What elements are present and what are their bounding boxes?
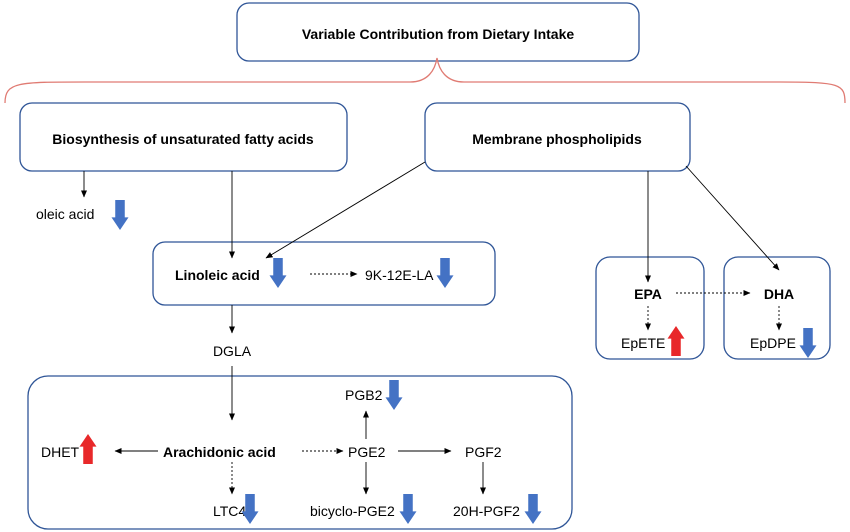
linoleic-acid-trend-down-arrow-icon [269, 258, 287, 288]
pge2-label: PGE2 [348, 444, 386, 460]
dhet-trend-up-arrow-icon [79, 434, 97, 464]
arachidonic-box [27, 375, 573, 530]
h20-pgf2-label: 20H-PGF2 [453, 503, 520, 519]
epdpe-trend-down-arrow-icon [799, 328, 817, 358]
epete-label: EpETE [621, 335, 665, 351]
arrow-membrane-dha [685, 165, 780, 271]
k12e-la-trend-down-arrow-icon [436, 258, 454, 288]
ltc4-trend-down-arrow-icon [241, 494, 259, 524]
membrane-label: Membrane phospholipids [472, 131, 642, 147]
membrane-box [424, 102, 691, 172]
dha-label: DHA [764, 286, 794, 302]
dgla-label: DGLA [213, 343, 252, 359]
bicyclo-pge2-label: bicyclo-PGE2 [310, 503, 395, 519]
linoleic-acid-label: Linoleic acid [175, 267, 260, 283]
epete-trend-up-arrow-icon [667, 326, 685, 356]
oleic-acid-trend-down-arrow-icon [111, 200, 129, 230]
pgf2-label: PGF2 [465, 444, 502, 460]
arachidonic-acid-label: Arachidonic acid [163, 444, 276, 460]
h20-pgf2-trend-down-arrow-icon [524, 494, 542, 524]
arrow-membrane-linoleic [265, 161, 426, 259]
trend-arrows [79, 200, 817, 524]
pgb2-label: PGB2 [345, 387, 383, 403]
brace [4, 57, 846, 104]
biosynthesis-label: Biosynthesis of unsaturated fatty acids [52, 131, 314, 147]
dhet-label: DHET [41, 444, 80, 460]
epdpe-label: EpDPE [750, 335, 796, 351]
oleic-acid-label: oleic acid [36, 206, 94, 222]
ltc4-label: LTC4 [213, 503, 246, 519]
linoleic-box [152, 241, 496, 306]
pgb2-trend-down-arrow-icon [385, 380, 403, 410]
k12e-la-label: 9K-12E-LA [365, 267, 434, 283]
biosynthesis-box [19, 102, 348, 172]
epa-label: EPA [634, 286, 662, 302]
bicyclo-pge2-trend-down-arrow-icon [399, 494, 417, 524]
title-text: Variable Contribution from Dietary Intak… [302, 26, 574, 42]
